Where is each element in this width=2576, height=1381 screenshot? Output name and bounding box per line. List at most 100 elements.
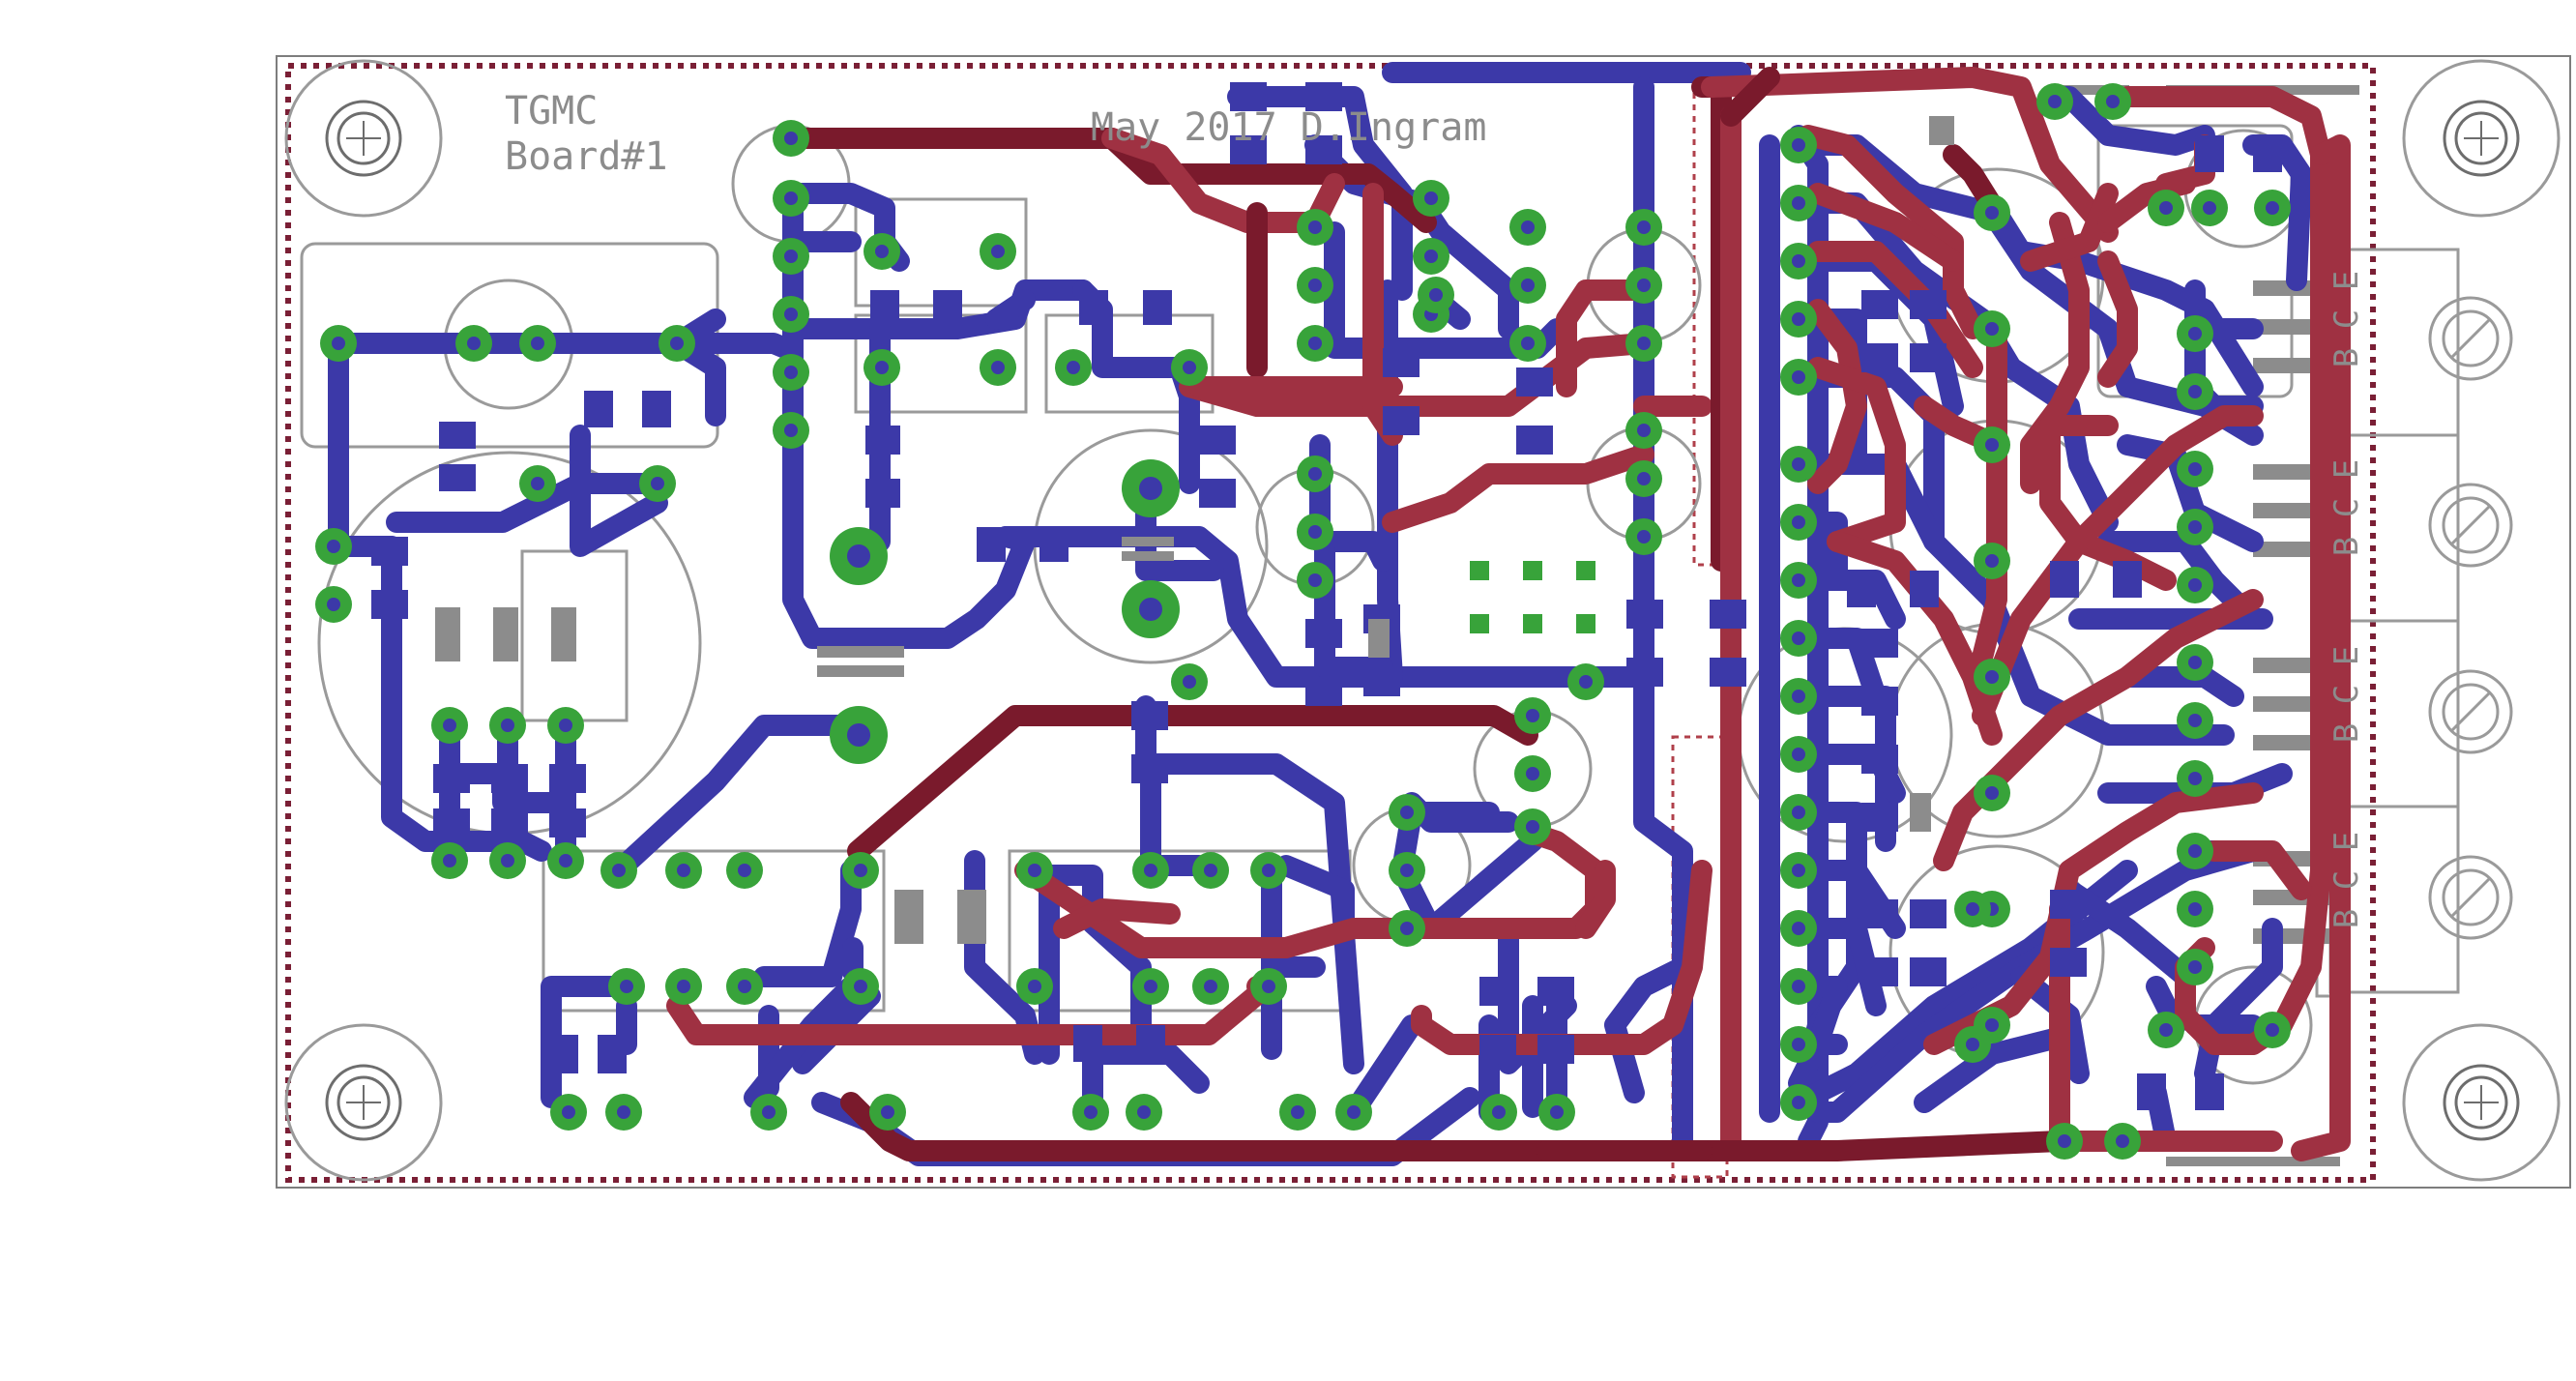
pad-drill: [1792, 980, 1805, 993]
pad-drill: [1308, 279, 1322, 292]
mounting-hole-top-right: [2402, 59, 2561, 218]
pad-drill: [762, 1105, 776, 1119]
pad-drill: [1637, 530, 1651, 544]
pad-drill: [1792, 196, 1805, 210]
pad-drill: [1792, 573, 1805, 587]
pad-drill: [1424, 191, 1438, 205]
pad-drill: [562, 1105, 575, 1119]
pad-drill: [2159, 1023, 2173, 1037]
pad-drill: [2266, 201, 2279, 215]
test-point: [1470, 614, 1489, 633]
mounting-hole-bottom-left: [284, 1023, 443, 1182]
pad-drill: [1308, 573, 1322, 587]
pad-drill: [2058, 1134, 2071, 1148]
pad-drill: [1139, 477, 1162, 500]
pad-drill: [1985, 322, 1999, 336]
pad-drill: [875, 245, 889, 258]
pad-drill: [1985, 786, 1999, 800]
pad-drill: [2159, 201, 2173, 215]
pad-drill: [651, 477, 664, 490]
pad-drill: [1637, 279, 1651, 292]
pad-drill: [1424, 250, 1438, 263]
pad-drill: [1792, 457, 1805, 471]
pad-drill: [327, 540, 340, 553]
pad-drill: [1400, 864, 1414, 877]
board-outline: [276, 55, 2571, 1189]
pin-label: E: [2327, 646, 2366, 665]
pad-drill: [1400, 806, 1414, 819]
pad-drill: [443, 854, 456, 867]
pad-drill: [1985, 554, 1999, 568]
pad-drill: [1985, 206, 1999, 220]
pad-drill: [875, 361, 889, 374]
pad-drill: [1429, 288, 1443, 302]
ground-plane-boundary: [285, 63, 2376, 1183]
pad-drill: [1144, 980, 1157, 993]
test-point: [1523, 561, 1542, 580]
pad-drill: [677, 864, 690, 877]
output-transistor-symbols: [2442, 309, 2500, 926]
pad-drill: [2188, 327, 2202, 340]
pad-drill: [784, 191, 798, 205]
pad-drill: [1492, 1105, 1506, 1119]
pad-drill: [1262, 864, 1275, 877]
pad-drill: [784, 132, 798, 145]
pad-drill: [1792, 1038, 1805, 1051]
top-copper-traces: [666, 67, 2351, 1161]
pin-label: C: [2327, 309, 2366, 329]
pad-drill: [1985, 438, 1999, 452]
mounting-hole-bottom-right: [2402, 1023, 2561, 1182]
pad-drill: [1521, 279, 1535, 292]
pad-drill: [1521, 337, 1535, 350]
pad-drill: [2188, 385, 2202, 398]
pad-drill: [467, 337, 481, 350]
pad-drill: [784, 424, 798, 437]
pad-drill: [2188, 902, 2202, 916]
pad-drill: [1966, 1038, 1979, 1051]
test-point: [1523, 614, 1542, 633]
pad-drill: [1139, 598, 1162, 621]
pad-drill: [1966, 902, 1979, 916]
pad-drill: [784, 366, 798, 379]
test-point: [1576, 561, 1595, 580]
pad-drill: [1183, 675, 1196, 689]
pad-drill: [1550, 1105, 1564, 1119]
pad-drill: [2188, 656, 2202, 669]
pin-label: B: [2327, 723, 2366, 743]
pad-drill: [1579, 675, 1593, 689]
pad-drill: [1028, 980, 1041, 993]
pad-drill: [327, 598, 340, 611]
pad-drill: [2188, 960, 2202, 974]
pad-drill: [443, 719, 456, 732]
pad-drill: [738, 980, 751, 993]
pad-drill: [1400, 922, 1414, 935]
pad-drill: [854, 980, 867, 993]
pin-label: E: [2327, 459, 2366, 479]
pad-drill: [1792, 515, 1805, 529]
pad-drill: [1028, 864, 1041, 877]
through-hole-pads: [315, 83, 2291, 1160]
pad-drill: [2188, 844, 2202, 858]
pin-label: C: [2327, 685, 2366, 704]
pad-drill: [1308, 525, 1322, 539]
pad-drill: [1792, 632, 1805, 645]
pad-drill: [559, 854, 572, 867]
pad-drill: [854, 864, 867, 877]
pin-label: C: [2327, 498, 2366, 517]
pad-drill: [1637, 337, 1651, 350]
pin-label: B: [2327, 348, 2366, 367]
smd-pads-bottom: [371, 82, 2282, 1110]
pad-drill: [2266, 1023, 2279, 1037]
pad-drill: [1204, 980, 1217, 993]
pad-drill: [1792, 254, 1805, 268]
pad-drill: [1308, 220, 1322, 234]
pad-drill: [2203, 201, 2216, 215]
pad-drill: [559, 719, 572, 732]
pad-drill: [620, 980, 633, 993]
pad-drill: [847, 723, 870, 747]
board-title-line1: TGMC: [505, 89, 598, 133]
pad-drill: [1526, 820, 1539, 834]
